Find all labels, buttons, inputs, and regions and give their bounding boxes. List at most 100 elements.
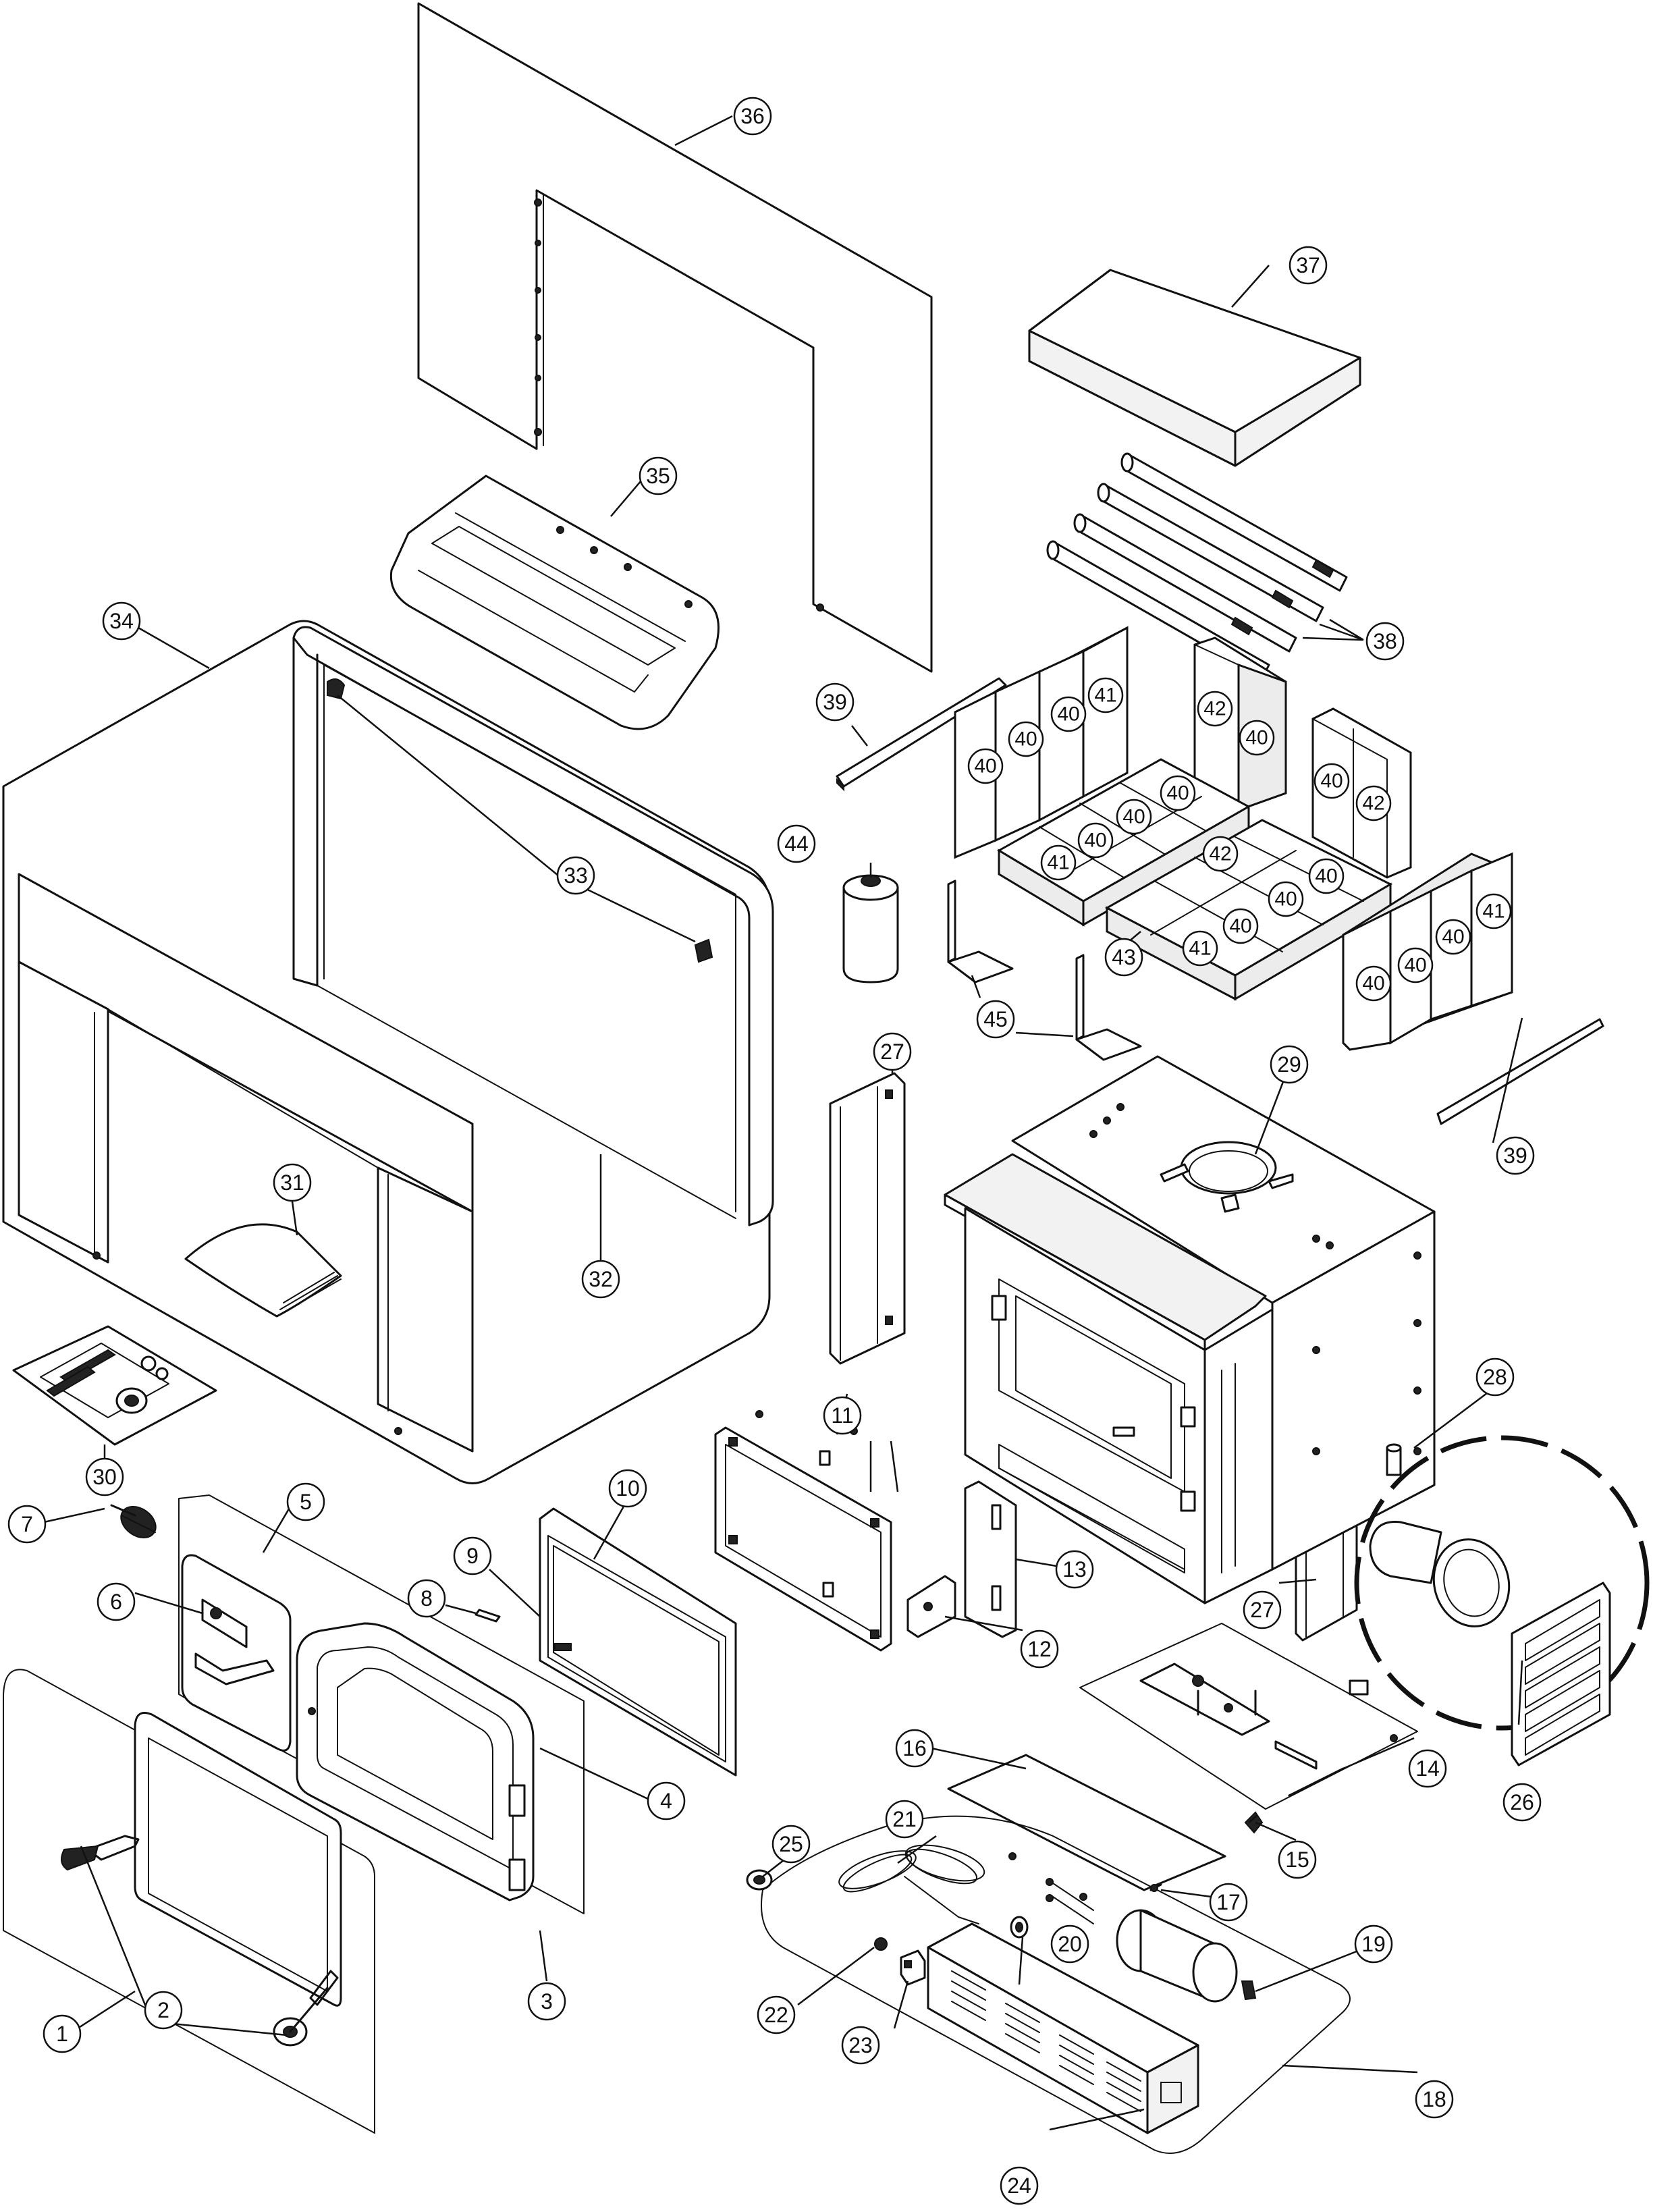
callout-28: 28 (1475, 1357, 1515, 1397)
svg-text:19: 19 (1361, 1932, 1386, 1956)
part-3-door-plate (178, 1494, 585, 1914)
callout-2: 2 (144, 1991, 183, 2030)
callout-24: 24 (1000, 2166, 1039, 2205)
svg-text:41: 41 (1047, 852, 1069, 874)
callout-45: 45 (976, 1000, 1015, 1039)
svg-text:38: 38 (1373, 629, 1397, 653)
svg-text:36: 36 (740, 104, 765, 128)
part-19-blower-motor (1046, 1878, 1257, 2003)
brick-label-b12: 40 (1077, 822, 1114, 859)
svg-text:15: 15 (1285, 1847, 1309, 1872)
part-21-wire-harness (838, 1844, 985, 1924)
callout-18: 18 (1415, 2080, 1454, 2119)
callout-17: 17 (1209, 1883, 1248, 1922)
callout-37: 37 (1289, 246, 1328, 285)
callout-11: 11 (823, 1396, 862, 1435)
svg-text:25: 25 (779, 1832, 803, 1856)
part-17-screw (1149, 1883, 1162, 1892)
callout-1: 1 (43, 2014, 82, 2053)
part-39-rail-upper (836, 677, 1007, 792)
brick-label-b18: 40 (1355, 965, 1392, 1002)
part-16-cover-plate (947, 1754, 1226, 1891)
svg-text:40: 40 (1442, 926, 1464, 948)
part-10-glass-frame (539, 1507, 737, 1777)
svg-text:1: 1 (56, 2022, 68, 2046)
part-1-door-plate (3, 1669, 375, 2134)
brick-label-b10: 40 (1116, 799, 1152, 835)
callout-38: 38 (1365, 622, 1405, 661)
svg-text:21: 21 (892, 1807, 917, 1831)
svg-text:42: 42 (1203, 698, 1226, 720)
svg-text:23: 23 (848, 2033, 873, 2057)
callout-9: 9 (453, 1536, 492, 1575)
svg-text:42: 42 (1209, 843, 1231, 865)
part-36-back-panel (417, 2, 933, 673)
svg-text:28: 28 (1483, 1365, 1507, 1389)
callout-26: 26 (1502, 1783, 1542, 1822)
svg-text:12: 12 (1027, 1637, 1052, 1661)
callout-31: 31 (273, 1163, 312, 1202)
brick-label-b13: 42 (1202, 836, 1239, 872)
svg-text:6: 6 (110, 1590, 122, 1614)
brick-label-b2: 40 (1008, 721, 1044, 757)
callout-15: 15 (1278, 1840, 1317, 1879)
svg-text:33: 33 (564, 863, 588, 888)
brick-label-b17: 41 (1182, 930, 1218, 967)
part-37-top-plate (1028, 269, 1361, 467)
callout-7: 7 (7, 1505, 47, 1544)
callout-6: 6 (97, 1582, 136, 1621)
brick-label-b9: 40 (1160, 775, 1196, 811)
part-32-door-frame (292, 626, 774, 1226)
part-5-handle-bracket (181, 1554, 292, 1752)
svg-text:41: 41 (1482, 900, 1505, 923)
svg-text:40: 40 (1014, 728, 1037, 751)
leader-lines (43, 115, 1523, 2131)
svg-text:22: 22 (764, 2003, 788, 2027)
part-44-canister (842, 874, 899, 983)
callout-19: 19 (1354, 1924, 1393, 1964)
part-33-latch (327, 678, 713, 963)
svg-text:8: 8 (421, 1586, 433, 1611)
brick-label-b21: 41 (1475, 893, 1512, 929)
callout-44: 44 (777, 824, 816, 863)
cabinet-front-face (18, 873, 474, 1453)
svg-text:44: 44 (784, 832, 809, 856)
part-28-pin (1386, 1443, 1402, 1476)
callout-25: 25 (771, 1825, 811, 1864)
part-34-outer-cabinet (2, 620, 771, 1484)
part-14-base-plate (1079, 1623, 1418, 1810)
svg-text:40: 40 (1122, 806, 1145, 828)
svg-text:9: 9 (466, 1544, 479, 1568)
callouts: 36 37 35 34 38 39 33 44 43 45 31 32 27 2… (7, 97, 1542, 2205)
svg-text:32: 32 (589, 1267, 613, 1291)
callout-10: 10 (608, 1469, 647, 1508)
svg-text:13: 13 (1062, 1557, 1087, 1582)
svg-text:40: 40 (1404, 954, 1426, 977)
part-22-nut (874, 1937, 888, 1951)
part-2-glass-door (61, 1712, 342, 2047)
svg-text:40: 40 (1166, 782, 1189, 805)
part-27-side-channel-left (829, 1072, 906, 1365)
svg-text:2: 2 (157, 1998, 169, 2022)
svg-text:17: 17 (1216, 1890, 1241, 1914)
brick-label-b3: 40 (1050, 696, 1087, 732)
callout-12: 12 (1020, 1629, 1059, 1669)
callout-8: 8 (407, 1579, 446, 1618)
svg-text:29: 29 (1277, 1052, 1301, 1077)
svg-text:26: 26 (1510, 1790, 1534, 1814)
svg-text:37: 37 (1296, 253, 1320, 277)
callout-20: 20 (1050, 1924, 1089, 1964)
svg-text:5: 5 (300, 1490, 312, 1514)
svg-text:39: 39 (1503, 1143, 1527, 1168)
callout-5: 5 (286, 1482, 325, 1521)
brick-label-b15: 40 (1308, 858, 1345, 894)
svg-text:40: 40 (1057, 703, 1079, 726)
svg-text:20: 20 (1058, 1932, 1082, 1956)
firebrick-group-b (1193, 637, 1287, 812)
callout-35: 35 (639, 456, 678, 495)
callout-23: 23 (841, 2026, 880, 2065)
svg-text:27: 27 (1250, 1598, 1274, 1622)
brick-label-b5: 42 (1197, 691, 1233, 727)
svg-text:18: 18 (1422, 2087, 1446, 2111)
